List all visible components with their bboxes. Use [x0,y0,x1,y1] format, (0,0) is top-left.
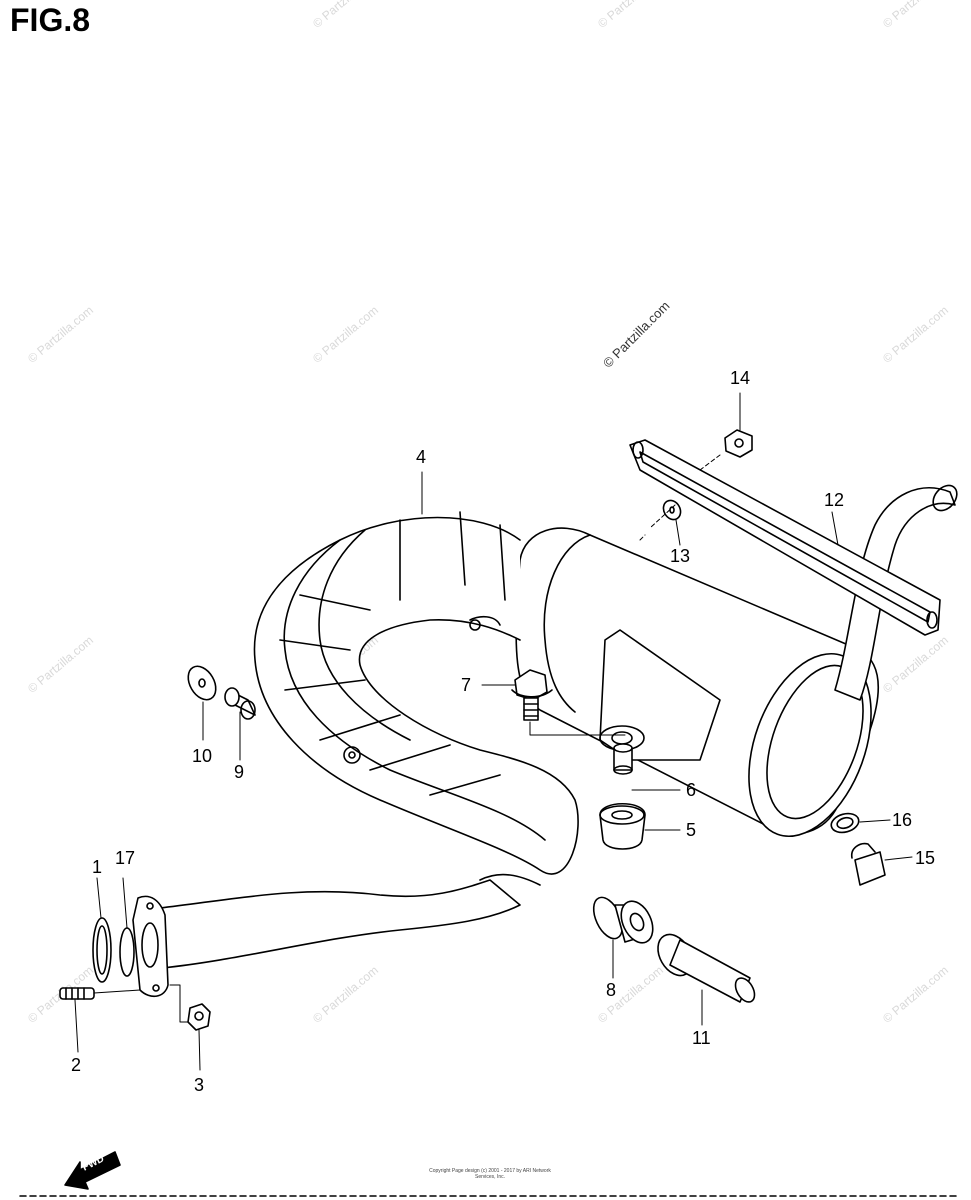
callout-15: 15 [915,848,936,868]
callout-17: 17 [115,848,136,868]
callout-2: 2 [71,1055,82,1075]
heat-shield [629,439,941,636]
gaskets [92,917,135,983]
callout-9: 9 [234,762,245,782]
grommet-rubber [592,896,654,944]
bolt [511,669,626,736]
callout-7: 7 [461,675,472,695]
callout-12: 12 [824,490,845,510]
callout-1: 1 [92,857,103,877]
callout-10: 10 [192,746,213,766]
callout-6: 6 [686,780,697,800]
callout-16: 16 [892,810,913,830]
callout-4: 4 [416,447,427,467]
copyright-note: Copyright Page design (c) 2001 - 2017 by… [429,1168,551,1180]
callout-8: 8 [606,980,617,1000]
callout-5: 5 [686,820,697,840]
fwd-arrow-icon [64,1151,121,1190]
collar [613,743,633,775]
figure-title: FIG.8 [10,2,91,38]
callout-14: 14 [730,368,751,388]
long-collar [657,933,756,1003]
washer-and-nut [639,429,753,541]
callout-11: 11 [692,1028,711,1048]
washer-and-plug [830,812,886,886]
washer-and-collar [187,665,256,720]
leader-lines [74,392,913,1071]
expansion-chamber [132,511,579,998]
callout-3: 3 [194,1075,205,1095]
grommet [599,803,646,850]
stud-bolt [59,987,141,1000]
muffler-body [515,484,958,838]
nut [169,984,211,1031]
callout-13: 13 [670,546,691,566]
